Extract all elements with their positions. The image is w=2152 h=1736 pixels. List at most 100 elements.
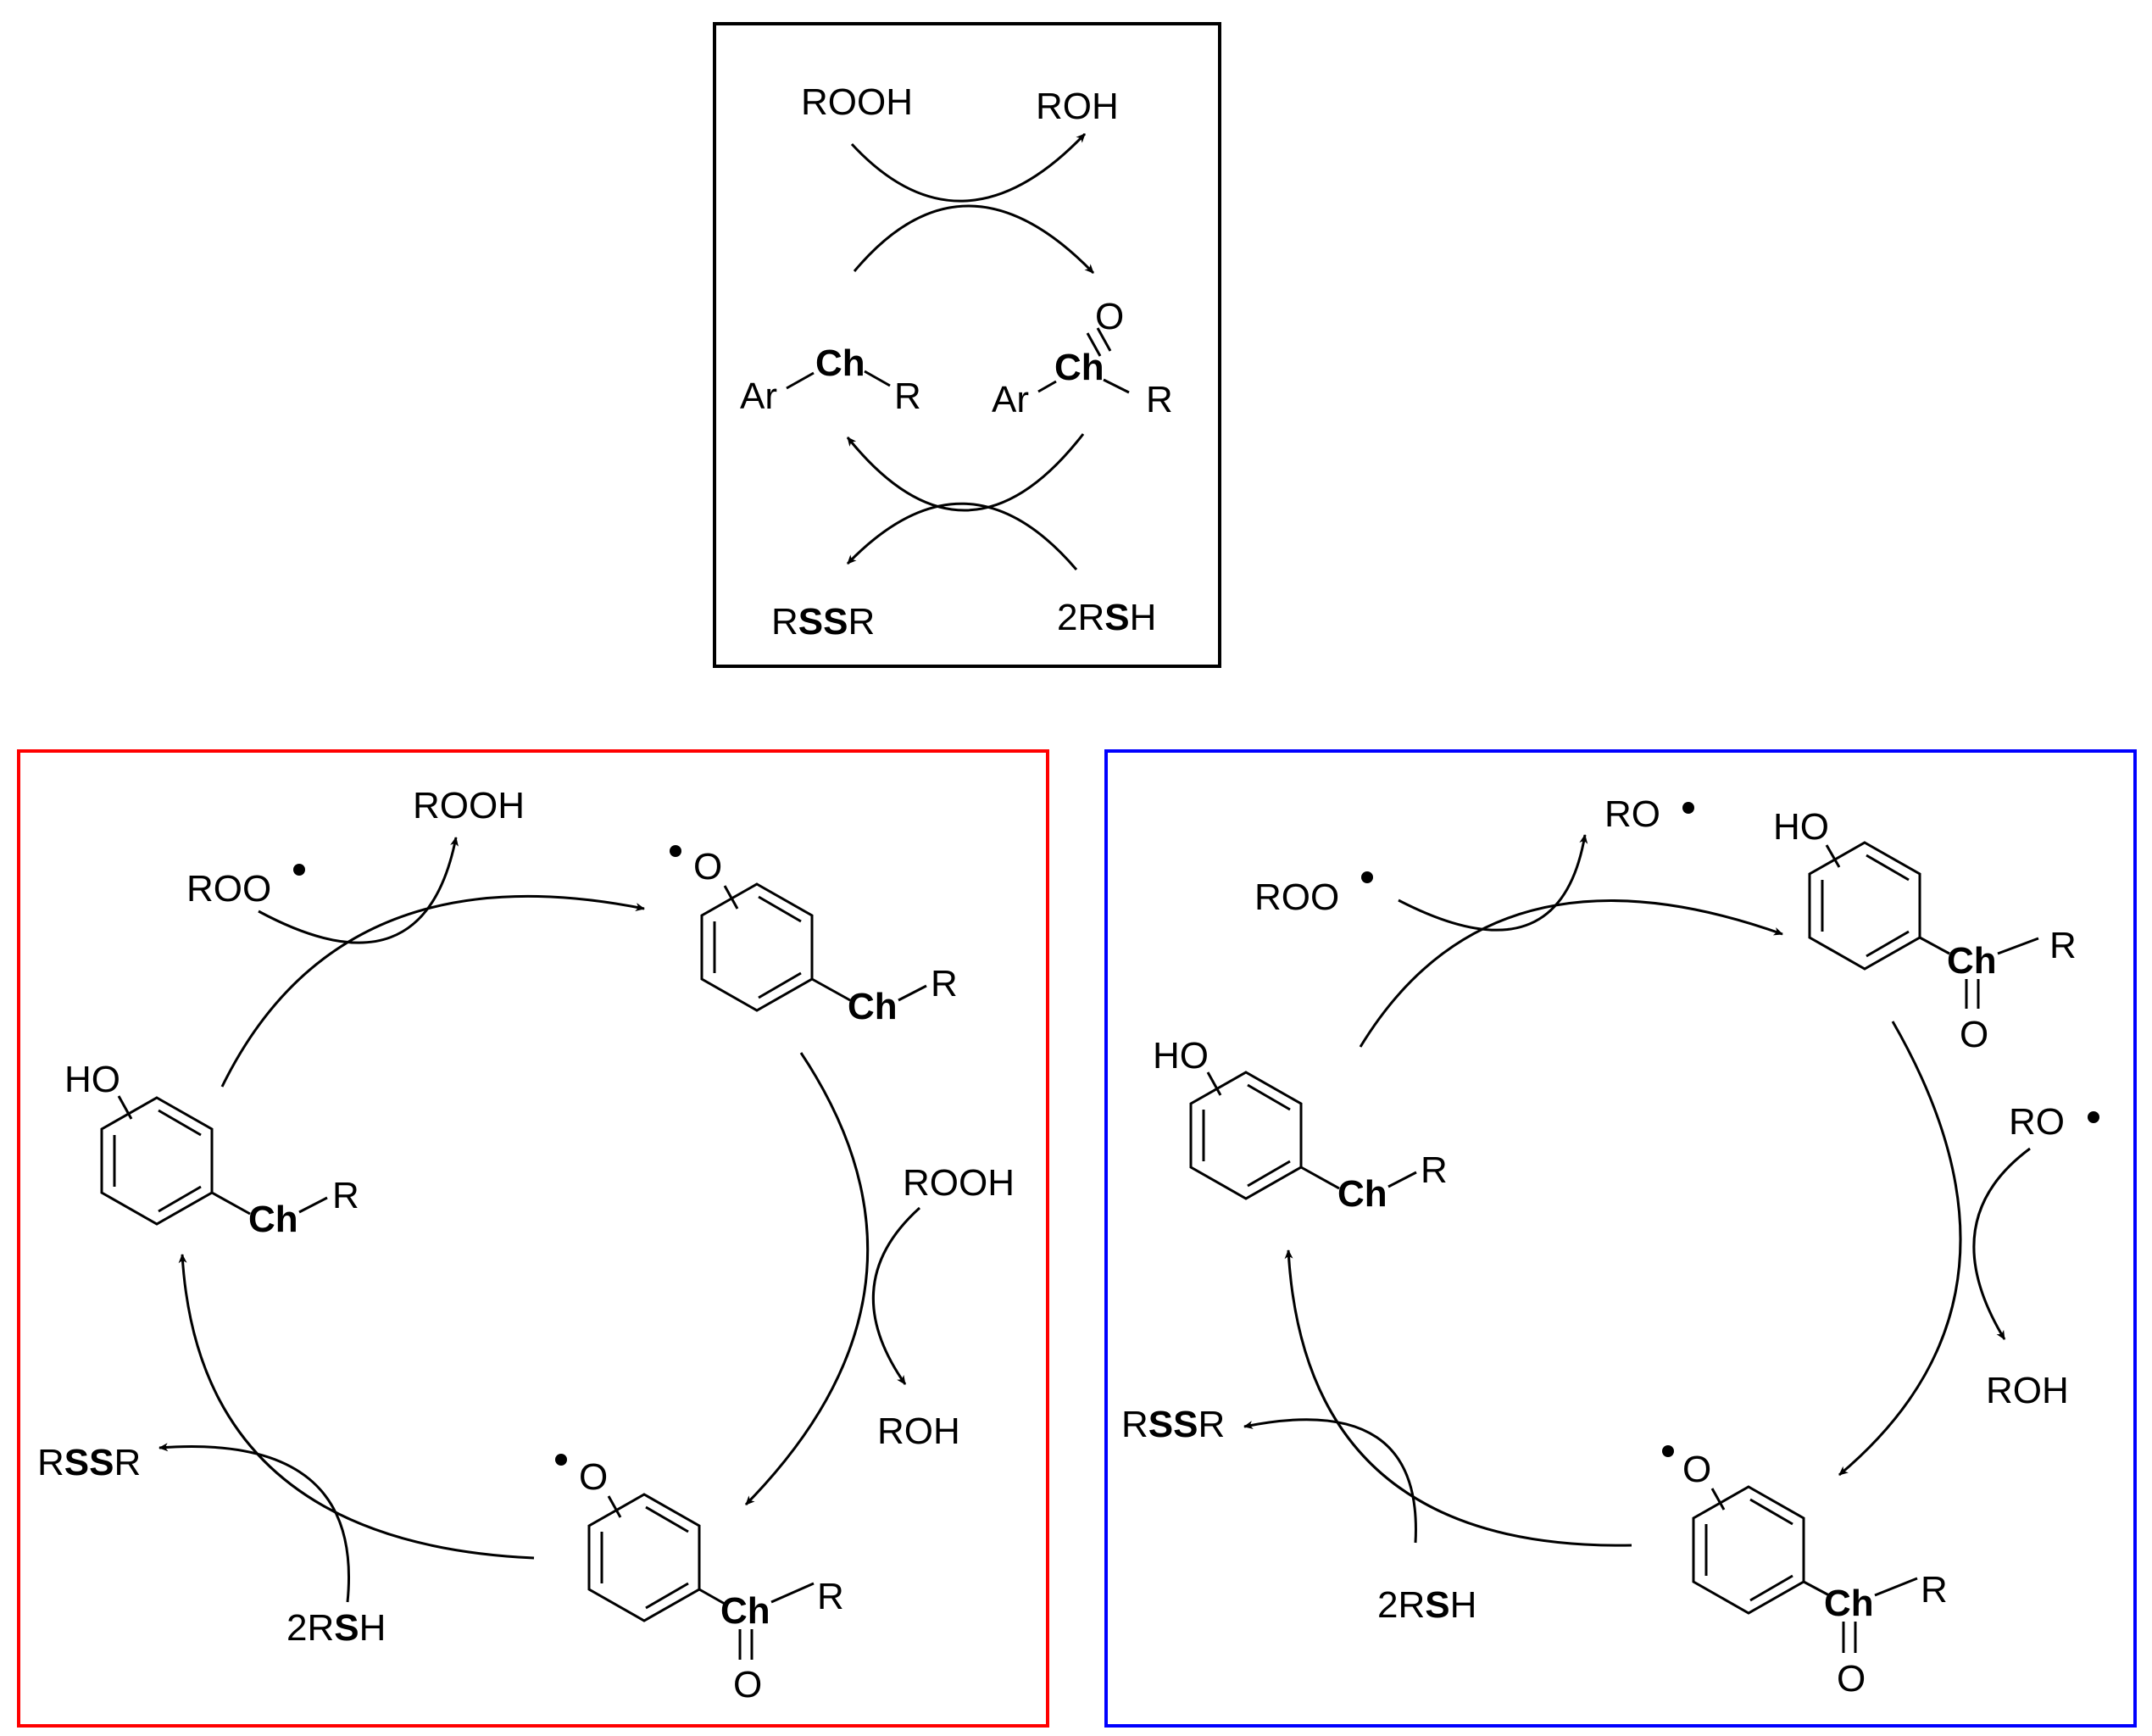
red-rooh-right-label: ROOH — [903, 1162, 1015, 1204]
red-left-ring-double-1 — [158, 1109, 202, 1137]
red-left-benzene-ring — [100, 1096, 214, 1226]
top-rssr-label: RSSR — [771, 601, 875, 643]
red-rooh-top-label: ROOH — [413, 785, 525, 826]
top-rooh-label: ROOH — [801, 81, 913, 123]
blue-top-r-label: R — [2049, 925, 2077, 966]
blue-left-ring-double-1 — [1247, 1083, 1291, 1111]
red-top-ring-double-1 — [758, 895, 802, 923]
top-r-left: R — [894, 376, 921, 417]
red-bottom-ch-label: Ch — [720, 1590, 770, 1632]
blue-ro-right-radical-dot — [2088, 1111, 2099, 1123]
top-panel-border — [713, 22, 1221, 668]
red-arrow-rooh-to-roh — [871, 1206, 921, 1385]
top-ch-right: Ch — [1054, 347, 1104, 388]
top-ar-left: Ar — [740, 376, 777, 417]
blue-arrow-rsh-to-rssr — [1243, 1418, 1417, 1544]
blue-left-ho-label: HO — [1153, 1035, 1209, 1077]
top-double-bond-b — [1096, 327, 1112, 352]
blue-arc-top — [1359, 899, 1783, 1048]
top-ch-left: Ch — [815, 342, 865, 384]
blue-bottom-benzene-ring — [1692, 1485, 1805, 1615]
red-left-ho-label: HO — [64, 1059, 120, 1100]
blue-left-bond-ring-ch — [1300, 1166, 1340, 1190]
red-roo-radical-label: ROO — [186, 868, 271, 910]
blue-top-ring-double-1 — [1866, 854, 1910, 882]
blue-bottom-bond-ch-r — [1874, 1577, 1918, 1597]
red-rsh-label: 2RSH — [286, 1607, 386, 1649]
top-bond-ar-ch-right — [1037, 380, 1057, 393]
red-bottom-bond-ring-ch — [698, 1588, 726, 1605]
top-bond-ch-r-right — [1103, 378, 1130, 394]
red-top-bond-ring-ch — [811, 977, 851, 1002]
top-bond-ch-r-left — [864, 370, 891, 387]
blue-roh-right-label: ROH — [1986, 1370, 2069, 1411]
red-bottom-o-label: O — [579, 1456, 608, 1498]
blue-bottom-bond-ring-ch — [1803, 1580, 1830, 1597]
blue-bottom-bond-o-ring — [1710, 1488, 1726, 1511]
red-left-ch-label: Ch — [248, 1199, 298, 1240]
blue-arrow-ro-to-roh — [1972, 1147, 2031, 1340]
red-panel: ROO ROOH ROOH ROH RSSR 2RSH O C — [17, 749, 1049, 1728]
blue-top-bond-o-ring — [1825, 844, 1841, 868]
red-arrow-roo-to-rooh — [258, 837, 459, 944]
blue-bottom-o-label-ketone: O — [1837, 1658, 1866, 1700]
red-left-bond-ch-r — [298, 1196, 328, 1214]
blue-bottom-ring-double-3 — [1749, 1574, 1793, 1602]
top-bond-ar-ch-left — [786, 371, 815, 390]
top-rsh-label: 2RSH — [1057, 597, 1156, 638]
blue-panel: ROO RO RO ROH RSSR 2RSH HO C — [1104, 749, 2137, 1728]
red-roo-radical-dot — [293, 864, 305, 876]
blue-arrow-roo-to-ro — [1398, 834, 1588, 932]
red-top-r-label: R — [931, 963, 958, 1004]
red-top-o-label: O — [693, 846, 722, 887]
blue-bottom-ch-label: Ch — [1824, 1583, 1874, 1624]
blue-top-benzene-ring — [1808, 841, 1921, 971]
red-bottom-bond-ch-r — [770, 1582, 815, 1604]
blue-rssr-label: RSSR — [1121, 1404, 1225, 1445]
blue-arc-bottom-left — [1284, 1249, 1632, 1547]
blue-molecule-top: HO Ch R O — [1773, 806, 2077, 1055]
red-bottom-ring-double-3 — [645, 1582, 689, 1610]
blue-left-r-label: R — [1421, 1149, 1448, 1191]
red-top-bond-ch-r — [898, 984, 927, 1002]
blue-ro-radical-top-label: RO — [1604, 793, 1660, 835]
red-rssr-label: RSSR — [37, 1442, 141, 1483]
red-top-bond-o-ring — [723, 885, 739, 910]
blue-top-ring-double-3 — [1866, 930, 1910, 958]
red-arc-top — [220, 894, 645, 1088]
red-left-ring-double-3 — [158, 1185, 202, 1213]
blue-rsh-label: 2RSH — [1377, 1584, 1476, 1626]
red-bottom-o-label-ketone: O — [733, 1664, 762, 1705]
red-left-bond-o-ring — [117, 1095, 133, 1120]
blue-left-ring-double-3 — [1247, 1160, 1291, 1188]
red-molecule-top: O Ch R — [670, 845, 958, 1027]
blue-bottom-radical-dot — [1662, 1445, 1674, 1457]
top-panel: ROOH ROH Ar Ch R O Ar Ch R RSSR 2RSH — [713, 22, 1221, 668]
top-arrow-rsh-to-rssr — [846, 502, 1078, 570]
blue-left-bond-o-ring — [1206, 1071, 1222, 1096]
blue-roo-radical-label: ROO — [1254, 876, 1339, 918]
blue-bottom-r-label: R — [1921, 1569, 1948, 1611]
blue-ro-radical-right-label: RO — [2009, 1101, 2065, 1143]
red-molecule-left: HO Ch R — [64, 1059, 359, 1240]
red-top-radical-dot — [670, 845, 681, 857]
red-bottom-r-label: R — [817, 1576, 844, 1617]
top-ar-right: Ar — [992, 379, 1029, 420]
top-arrow-right-to-left — [846, 433, 1085, 512]
red-arc-right — [744, 1052, 870, 1506]
red-molecule-bottom: O Ch R O — [555, 1454, 844, 1705]
blue-roo-radical-dot — [1361, 871, 1373, 883]
red-bottom-benzene-ring — [587, 1493, 701, 1622]
blue-ro-top-radical-dot — [1682, 802, 1694, 814]
blue-panel-border — [1104, 749, 2137, 1728]
top-arrow-rooh-to-roh — [850, 132, 1087, 203]
blue-left-benzene-ring — [1189, 1071, 1303, 1200]
red-top-benzene-ring — [700, 882, 814, 1012]
blue-molecule-bottom: O Ch R O — [1662, 1445, 1948, 1700]
red-top-ch-label: Ch — [848, 986, 898, 1027]
red-top-ring-double-3 — [758, 971, 802, 999]
red-left-bond-ring-ch — [211, 1191, 251, 1216]
red-left-r-label: R — [332, 1175, 359, 1216]
top-double-bond-a — [1086, 332, 1102, 357]
